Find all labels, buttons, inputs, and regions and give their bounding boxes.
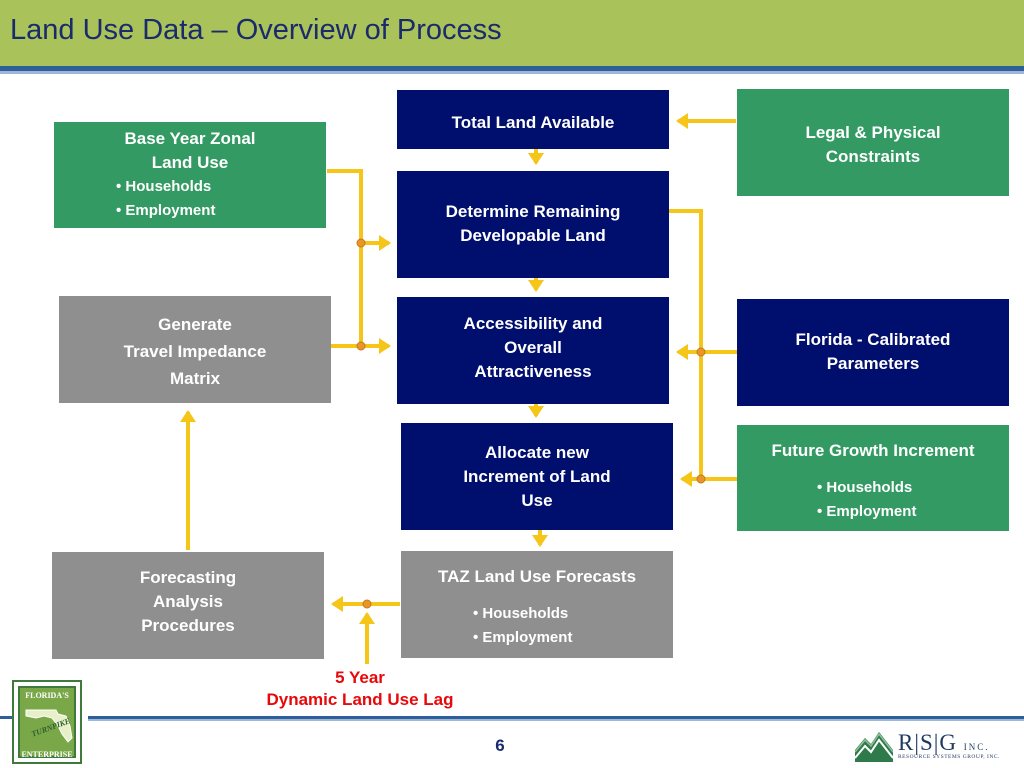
determine-remaining-land-box: Determine Remaining Developable Land [397,171,669,278]
box-label: TAZ Land Use Forecasts [437,567,637,586]
rsg-logo: R|S|G INC. RESOURCE SYSTEMS GROUP, INC. [855,724,1020,764]
bullet-item: • Employment [817,503,917,520]
box-label: Base Year Zonal [124,129,256,148]
box-label: Use [521,491,553,510]
slide-title: Land Use Data – Overview of Process [10,14,502,46]
box-label: Attractiveness [474,362,592,381]
rsg-inc: INC. [963,742,990,752]
box-label: Future Growth Increment [771,441,975,460]
box-label: Overall [504,338,562,357]
title-divider [0,66,1024,71]
bullet-item: • Employment [116,202,216,219]
bullet-item: • Employment [473,629,573,646]
box-label: Land Use [151,153,229,172]
box-label: Travel Impedance [123,342,267,361]
box-label: Allocate new [485,443,589,462]
future-growth-increment-box: Future Growth Increment • Households • E… [737,425,1009,531]
rsg-letters: R|S|G [898,730,957,755]
box-label: Determine Remaining [445,202,621,221]
box-label: Legal & Physical [805,123,941,142]
footer-divider [88,716,1024,719]
generate-travel-impedance-box: Generate Travel Impedance Matrix [59,296,331,403]
rsg-subtitle: RESOURCE SYSTEMS GROUP, INC. [898,754,1000,760]
junction-dot [356,238,366,248]
florida-turnpike-logo: FLORIDA'S TURNPIKE ENTERPRISE [12,680,82,764]
box-label: Generate [158,315,232,334]
taz-land-use-forecasts-box: TAZ Land Use Forecasts • Households • Em… [401,551,673,658]
junction-dot [696,347,706,357]
title-bar: Land Use Data – Overview of Process [0,0,1024,66]
logo-text: ENTERPRISE [21,750,73,759]
line-base-year-bus [327,169,363,346]
mountain-icon [855,732,893,762]
lag-line: Dynamic Land Use Lag [266,690,454,709]
box-label: Forecasting [139,568,237,587]
footer-divider [0,716,12,719]
florida-calibrated-parameters-box: Florida - Calibrated Parameters [737,299,1009,406]
junction-dot [356,341,366,351]
box-label: Total Land Available [451,113,615,132]
dynamic-lag-label: 5 Year Dynamic Land Use Lag [230,667,490,711]
forecasting-analysis-box: Forecasting Analysis Procedures [52,552,324,659]
total-land-available-box: Total Land Available [397,90,669,149]
box-label: Increment of Land [463,467,611,486]
legal-physical-constraints-box: Legal & Physical Constraints [737,89,1009,196]
box-label: Matrix [169,369,221,388]
bullet-item: • Households [473,605,569,622]
logo-inner: FLORIDA'S TURNPIKE ENTERPRISE [18,686,76,759]
box-label: Procedures [141,616,235,635]
box-label: Florida - Calibrated [795,330,951,349]
line-right-bus [669,209,703,479]
base-year-zonal-land-use-box: Base Year Zonal Land Use • Households • … [54,122,326,228]
logo-text: FLORIDA'S [25,691,69,700]
accessibility-attractiveness-box: Accessibility and Overall Attractiveness [397,297,669,404]
lag-line: 5 Year [335,668,385,687]
box-label: Parameters [826,354,920,373]
junction-dot [362,599,372,609]
bullet-item: • Households [817,479,913,496]
title-divider-light [0,71,1024,74]
box-label: Analysis [153,592,223,611]
allocate-increment-box: Allocate new Increment of Land Use [401,423,673,530]
box-label: Developable Land [460,226,606,245]
page-number: 6 [495,736,505,755]
bullet-item: • Households [116,178,212,195]
box-label: Constraints [825,147,921,166]
junction-dot [696,474,706,484]
rsg-wordmark: R|S|G INC. [898,730,989,756]
box-label: Accessibility and [463,314,603,333]
florida-map-icon: TURNPIKE [25,709,73,743]
footer-divider-light [88,719,1024,721]
